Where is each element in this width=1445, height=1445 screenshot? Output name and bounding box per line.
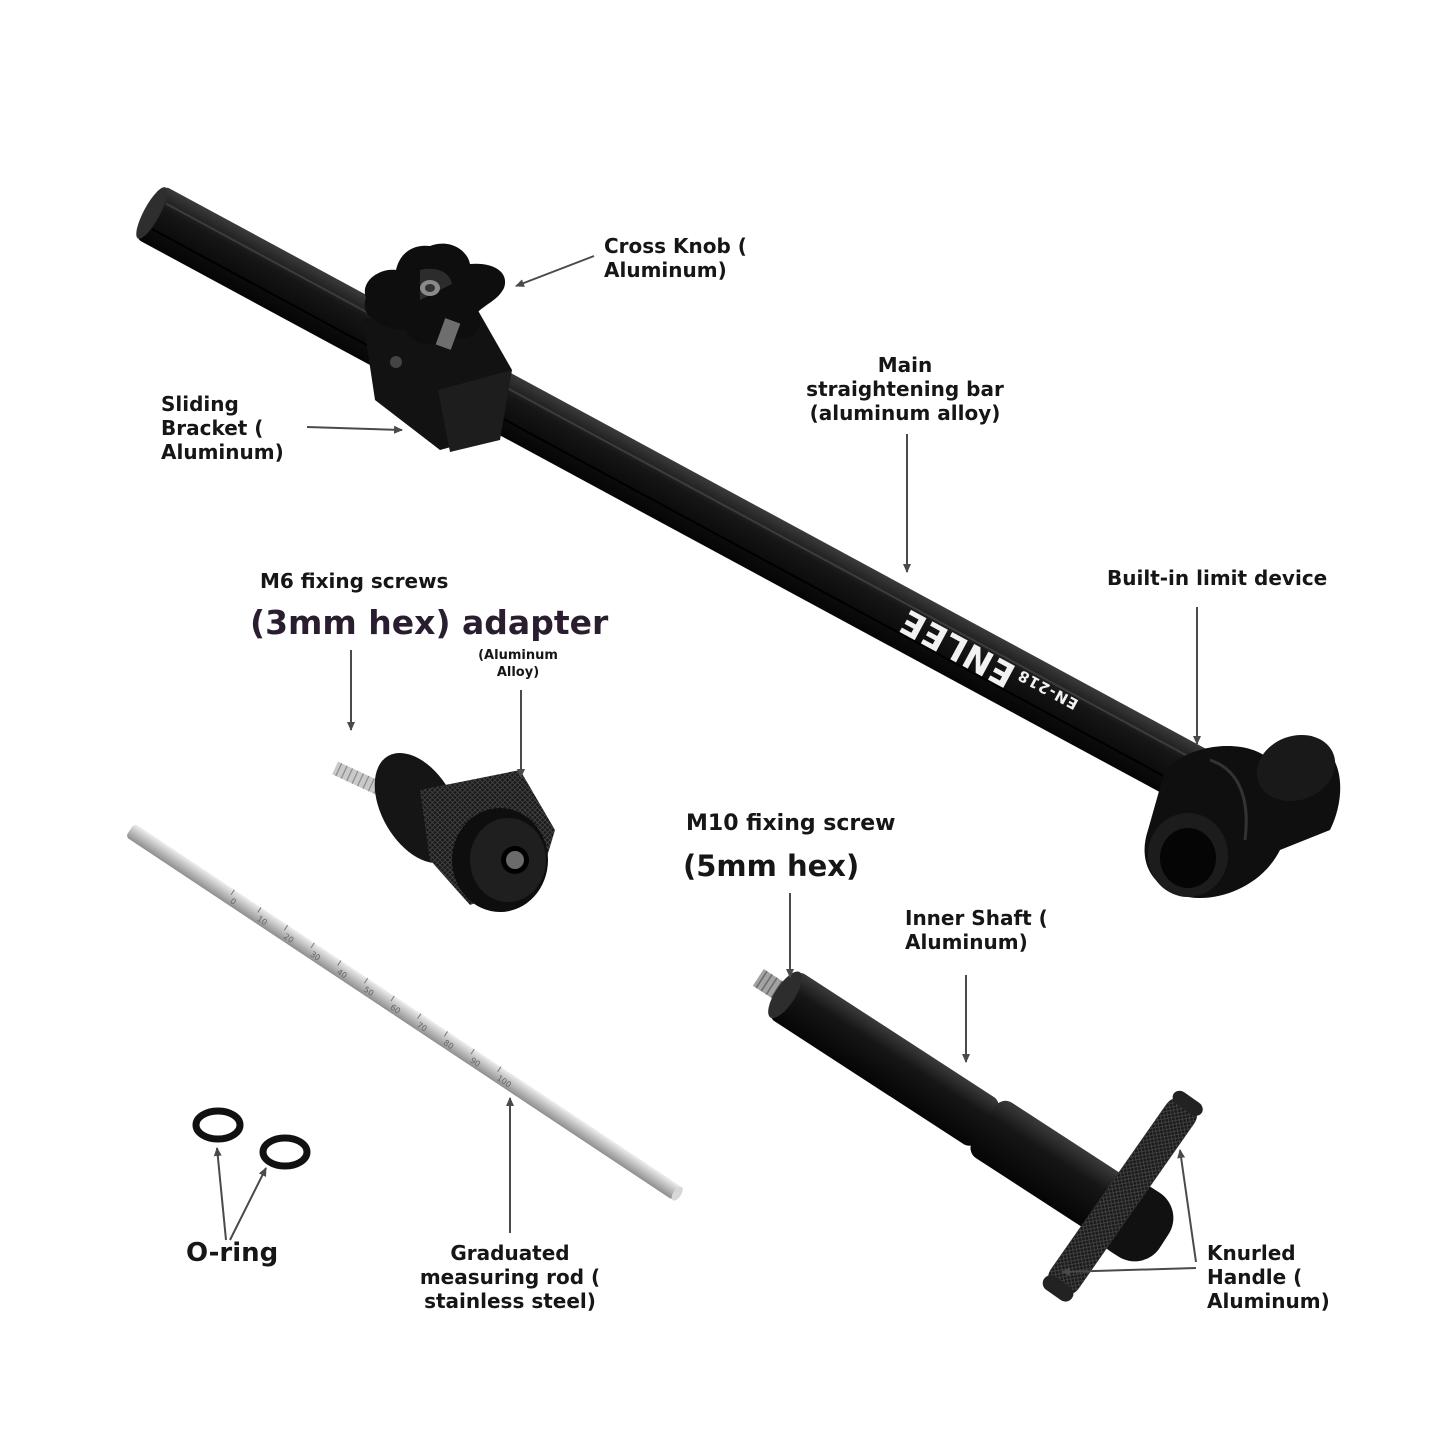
label-measuring-rod-line-2: measuring rod (: [419, 1265, 601, 1289]
label-adapter-material-line-1: (Aluminum: [478, 648, 558, 663]
label-inner-shaft-line-1: Inner Shaft (: [905, 906, 1048, 930]
label-m10-screw: M10 fixing screw: [686, 812, 896, 836]
o-rings: [192, 1107, 311, 1170]
label-m6-screws: M6 fixing screws: [260, 569, 448, 593]
label-inner-shaft-line-2: Aluminum): [905, 930, 1028, 954]
label-o-ring: O-ring: [186, 1238, 278, 1268]
rod-tick: [283, 924, 289, 931]
arrow-o-ring-left: [213, 1147, 227, 1241]
label-knurled-handle: Knurled Handle ( Aluminum): [1207, 1241, 1330, 1313]
limit-device-joint: [1144, 734, 1341, 898]
label-main-bar: Main straightening bar (aluminum alloy): [800, 353, 1010, 425]
label-measuring-rod-line-1: Graduated: [450, 1241, 570, 1265]
sliding-bracket: [363, 300, 512, 452]
arrow-knurled-handle-left: [1061, 1267, 1197, 1276]
rod-tick: [337, 960, 342, 966]
label-main-bar-line-3: (aluminum alloy): [809, 401, 1001, 425]
rod-tick: [470, 1048, 475, 1055]
arrow-cross-knob: [515, 255, 595, 287]
label-adapter-text: (3mm hex) adapter: [250, 603, 609, 642]
label-o-ring-text: O-ring: [186, 1238, 279, 1268]
label-knurled-handle-line-1: Knurled: [1207, 1241, 1296, 1265]
rod-tick: [230, 889, 235, 896]
label-m10-hex: (5mm hex): [683, 848, 859, 884]
callout-arrows: [213, 255, 1201, 1276]
label-sliding-bracket-line-1: Sliding: [161, 392, 239, 416]
label-main-bar-line-2: straightening bar: [806, 377, 1004, 401]
rod-scale-label: 0: [229, 896, 238, 906]
label-inner-shaft: Inner Shaft ( Aluminum): [905, 906, 1048, 954]
rod-tick: [363, 978, 369, 984]
label-m10-hex-text: (5mm hex): [683, 849, 860, 883]
label-adapter: (3mm hex) adapter: [250, 603, 608, 643]
arrow-knurled-handle-top: [1177, 1149, 1197, 1263]
label-main-bar-line-1: Main: [877, 353, 933, 377]
cross-knob: [364, 243, 506, 350]
arrow-o-ring-right: [229, 1167, 267, 1241]
label-cross-knob-line-1: Cross Knob (: [604, 234, 747, 258]
knurled-handle: [1042, 1090, 1203, 1302]
adapter-part: [332, 753, 555, 912]
label-measuring-rod: Graduated measuring rod ( stainless stee…: [405, 1241, 615, 1313]
label-adapter-material: (Aluminum Alloy): [468, 647, 568, 681]
rod-tick: [390, 995, 395, 1002]
label-cross-knob: Cross Knob ( Aluminum): [604, 234, 747, 282]
label-measuring-rod-line-3: stainless steel): [424, 1289, 596, 1313]
rod-tick: [443, 1031, 449, 1037]
rod-tick: [257, 907, 262, 913]
label-sliding-bracket-line-2: Bracket (: [161, 416, 264, 440]
label-knurled-handle-line-3: Aluminum): [1207, 1289, 1330, 1313]
label-limit-device: Built-in limit device: [1107, 566, 1327, 590]
label-m10-screw-text: M10 fixing screw: [686, 811, 896, 836]
arrow-sliding-bracket: [306, 425, 403, 434]
label-sliding-bracket: Sliding Bracket ( Aluminum): [161, 392, 284, 464]
rod-tick: [497, 1066, 502, 1073]
label-sliding-bracket-line-3: Aluminum): [161, 440, 284, 464]
rod-tick: [417, 1013, 422, 1019]
label-adapter-material-line-2: Alloy): [496, 665, 540, 680]
label-limit-device-text: Built-in limit device: [1107, 566, 1328, 590]
label-knurled-handle-line-2: Handle (: [1207, 1265, 1303, 1289]
rod-tick: [310, 942, 315, 949]
label-cross-knob-line-2: Aluminum): [604, 258, 727, 282]
label-m6-screws-text: M6 fixing screws: [260, 569, 449, 593]
